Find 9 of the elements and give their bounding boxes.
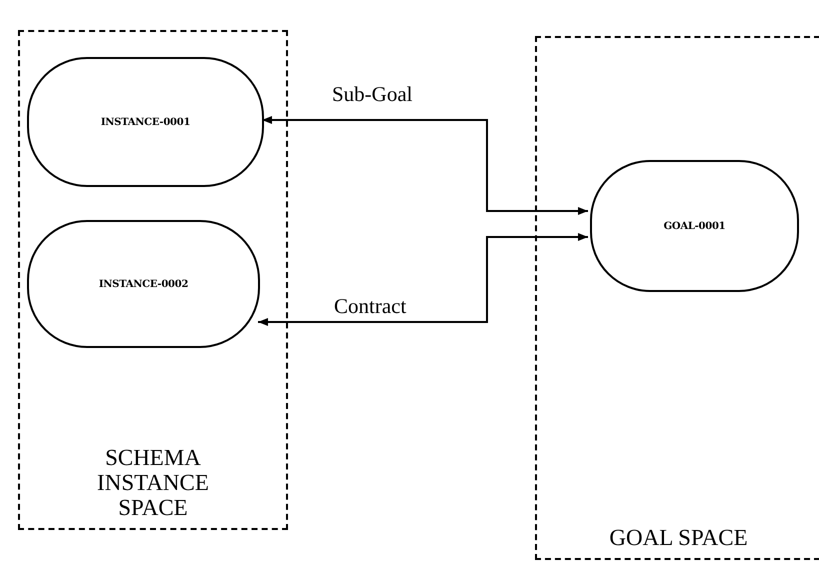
connector-arrow xyxy=(262,116,588,215)
dashed-region xyxy=(18,30,288,530)
node-label: INSTANCE-0002 xyxy=(98,278,188,292)
dashed-region xyxy=(535,36,819,560)
node-label: INSTANCE-0001 xyxy=(100,116,190,130)
node-label: GOAL-0001 xyxy=(664,220,726,234)
connector-arrow xyxy=(258,233,588,326)
region-title: GOAL SPACE xyxy=(608,525,749,550)
region-title: SCHEMA INSTANCE SPACE xyxy=(96,445,210,520)
